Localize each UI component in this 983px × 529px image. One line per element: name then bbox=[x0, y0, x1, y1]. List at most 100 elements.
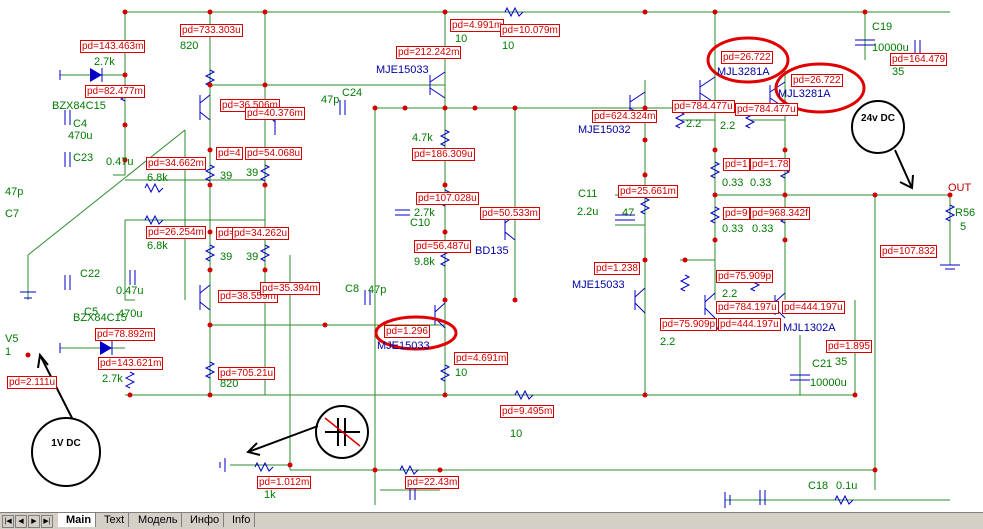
pd-label: pd=624.324m bbox=[592, 110, 658, 123]
q-mjl3281a-1: MJL3281A bbox=[717, 66, 770, 78]
prev-sheet-button[interactable]: ◀ bbox=[15, 515, 27, 528]
r-820-label: 820 bbox=[180, 40, 199, 52]
c19-value: 10000u bbox=[872, 42, 909, 54]
q-mjl3281a-2: MJL3281A bbox=[778, 88, 831, 100]
r-47: 47 bbox=[622, 207, 635, 219]
pd-label: pd=54.068u bbox=[245, 147, 303, 160]
r-10-d: 10 bbox=[510, 428, 523, 440]
pd-label: pd=1 bbox=[723, 158, 750, 171]
pd-label: pd=26.722 bbox=[791, 74, 843, 87]
c7-name: C7 bbox=[5, 208, 20, 220]
next-sheet-button[interactable]: ▶ bbox=[28, 515, 40, 528]
r-0.33-b: 0.33 bbox=[750, 177, 772, 189]
pd-label: pd=444.197u bbox=[782, 301, 845, 314]
r56-name: R56 bbox=[955, 207, 976, 219]
zener-bottom-name: BZX84C15 bbox=[73, 312, 127, 324]
c21-name: C21 bbox=[812, 358, 833, 370]
c7-value: 47p bbox=[5, 186, 24, 198]
r-1k: 1k bbox=[264, 489, 276, 501]
pd-label: pd=25.661m bbox=[618, 185, 678, 198]
c11-value: 2.2u bbox=[577, 206, 599, 218]
c4-name: C4 bbox=[73, 118, 88, 130]
pd-label: pd=705.21u bbox=[218, 367, 276, 380]
c18-value: 0.1u bbox=[836, 480, 858, 492]
r-6.8k-a: 6.8k bbox=[147, 172, 168, 184]
q-mje15032: MJE15032 bbox=[578, 124, 631, 136]
first-sheet-button[interactable]: |◀ bbox=[2, 515, 14, 528]
pd-label: pd=35.394m bbox=[260, 282, 320, 295]
r-39-b: 39 bbox=[246, 167, 259, 179]
r-2.7k-label: 2.7k bbox=[94, 56, 115, 68]
r-820-b: 820 bbox=[220, 378, 239, 390]
pd-label: pd=212.242m bbox=[396, 46, 462, 59]
pd-label: pd=75.909p bbox=[716, 270, 774, 283]
v5-value: 1 bbox=[5, 346, 12, 358]
pd-label: pd=9 bbox=[723, 207, 750, 220]
sheet-tab-bar: |◀ ◀ ▶ ▶| Main Text Модель Инфо Info bbox=[0, 512, 983, 529]
pd-label: pd=1.296 bbox=[384, 325, 430, 338]
schematic-canvas[interactable]: 820 2.7k BZX84C15 C4 470u C23 0.47u 47p … bbox=[0, 0, 983, 512]
pd-label: pd=784.477u bbox=[735, 103, 798, 116]
out-label: OUT bbox=[948, 182, 972, 194]
pd-label: pd=40.376m bbox=[245, 107, 305, 120]
tab-main[interactable]: Main bbox=[58, 513, 97, 527]
r-2.2-a: 2.2 bbox=[686, 118, 702, 130]
pd-label: pd=4.991m bbox=[450, 19, 505, 32]
input-note: 1V DC bbox=[51, 438, 81, 449]
pd-label: pd=444.197u bbox=[718, 318, 781, 331]
r-39-d: 39 bbox=[246, 251, 259, 263]
c8-value: 47p bbox=[368, 284, 387, 296]
r-4.7k: 4.7k bbox=[412, 132, 433, 144]
pd-label: pd=4 bbox=[216, 147, 243, 160]
q-mje15033-top: MJE15033 bbox=[376, 64, 429, 76]
r-10-b: 10 bbox=[502, 40, 515, 52]
pd-label: pd=164.479 bbox=[890, 53, 948, 66]
supply-note: 24v DC bbox=[861, 113, 895, 124]
pd-label: pd=2.111u bbox=[7, 376, 58, 389]
tab-model[interactable]: Модель bbox=[130, 513, 183, 527]
r-2.2-d: 2.2 bbox=[660, 336, 676, 348]
last-sheet-button[interactable]: ▶| bbox=[41, 515, 53, 528]
pd-label: pd=4.691m bbox=[454, 352, 509, 365]
r-0.33-c: 0.33 bbox=[722, 223, 744, 235]
pd-label: pd=784.197u bbox=[716, 301, 779, 314]
c23-name: C23 bbox=[73, 152, 94, 164]
pd-label: pd=1.238 bbox=[594, 262, 640, 275]
c18-name: C18 bbox=[808, 480, 829, 492]
pd-label: pd=34.262u bbox=[232, 227, 290, 240]
pd-label: pd=1.895 bbox=[826, 340, 872, 353]
pd-label: pd=50.533m bbox=[480, 207, 540, 220]
q-mje15033-low: MJE15033 bbox=[572, 279, 625, 291]
pd-label: pd=143.621m bbox=[98, 357, 164, 370]
v5-name: V5 bbox=[5, 333, 19, 345]
tab-text[interactable]: Text bbox=[96, 513, 130, 527]
r-39-a: 39 bbox=[220, 170, 233, 182]
c21-voltage: 35 bbox=[835, 356, 848, 368]
q-mjl1302a-2: MJL1302A bbox=[783, 322, 836, 334]
c19-voltage: 35 bbox=[892, 66, 905, 78]
r56-value: 5 bbox=[960, 221, 967, 233]
r-10-c: 10 bbox=[455, 367, 468, 379]
r-0.33-a: 0.33 bbox=[722, 177, 744, 189]
c10-name: C10 bbox=[410, 217, 431, 229]
tab-info-ru[interactable]: Инфо bbox=[182, 513, 225, 527]
q-mje15033-mid: MJE15033 bbox=[377, 340, 430, 352]
c5-value: 470u bbox=[118, 308, 143, 320]
pd-label: pd=107.028u bbox=[416, 192, 479, 205]
c5-name: C5 bbox=[84, 306, 99, 318]
r-39-c: 39 bbox=[220, 251, 233, 263]
r-9.8k: 9.8k bbox=[414, 256, 435, 268]
r-2.2-b: 2.2 bbox=[720, 120, 736, 132]
zener-top-name: BZX84C15 bbox=[52, 100, 106, 112]
pd-label: pd=784.477u bbox=[672, 100, 735, 113]
pd-label: pd=82.477m bbox=[85, 85, 145, 98]
c19-name: C19 bbox=[872, 21, 893, 33]
r-6.8k-b: 6.8k bbox=[147, 240, 168, 252]
c11-name: C11 bbox=[578, 188, 598, 200]
pd-label: pd=1.78 bbox=[750, 158, 791, 171]
c22-value: 0.47u bbox=[116, 285, 144, 297]
pd-label: pd=733.303u bbox=[180, 24, 243, 37]
c21-value: 10000u bbox=[810, 377, 847, 389]
tab-info[interactable]: Info bbox=[224, 513, 256, 527]
pd-label: pd=56.487u bbox=[414, 240, 472, 253]
